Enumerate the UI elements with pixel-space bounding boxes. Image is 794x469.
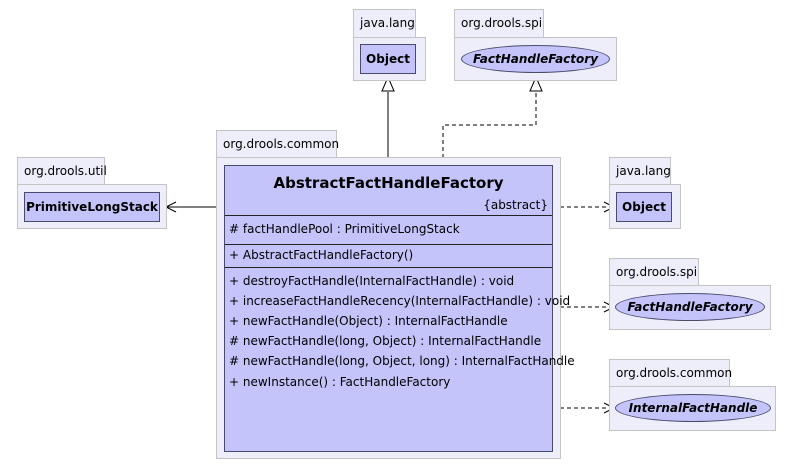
class-abstract-fact-handle-factory[interactable]: AbstractFactHandleFactory {abstract} # f… [224, 165, 575, 452]
compartment-divider [225, 267, 552, 268]
package-tab-drools-util: org.drools.util [17, 157, 107, 185]
package-tab-drools-common-right: org.drools.common [609, 359, 732, 387]
method-row: # newFactHandle(long, Object) : Internal… [229, 334, 542, 348]
class-name: AbstractFactHandleFactory [273, 174, 504, 192]
class-object-top[interactable]: Object [360, 44, 416, 74]
realization-arrowhead-factory [529, 75, 543, 92]
interface-fact-handle-factory-top[interactable]: FactHandleFactory [461, 45, 610, 73]
generalization-arrowhead-object [381, 75, 395, 92]
interface-fact-handle-factory-right[interactable]: FactHandleFactory [615, 293, 765, 321]
method-row: + newInstance() : FactHandleFactory [229, 375, 451, 389]
compartment-divider [225, 244, 552, 245]
class-stereotype: {abstract} [483, 198, 548, 212]
package-tab-java-lang-right: java.lang [609, 157, 671, 185]
class-primitive-long-stack[interactable]: PrimitiveLongStack [24, 192, 160, 222]
attribute-fact-handle-pool: # factHandlePool : PrimitiveLongStack [229, 222, 460, 236]
method-row: + increaseFactHandleRecency(InternalFact… [229, 294, 571, 308]
package-tab-drools-spi-right: org.drools.spi [609, 258, 699, 286]
class-object-right[interactable]: Object [616, 192, 672, 222]
compartment-divider [225, 215, 552, 216]
method-row: + newFactHandle(Object) : InternalFactHa… [229, 314, 508, 328]
realization-edge-factory [442, 92, 537, 165]
package-tab-drools-spi-top: org.drools.spi [454, 9, 544, 37]
method-row: + destroyFactHandle(InternalFactHandle) … [229, 274, 515, 288]
interface-internal-fact-handle[interactable]: InternalFactHandle [615, 394, 771, 422]
method-row: # newFactHandle(long, Object, long) : In… [229, 354, 575, 368]
constructor: + AbstractFactHandleFactory() [229, 248, 414, 262]
package-tab-drools-common-main: org.drools.common [216, 130, 339, 158]
package-tab-java-lang-top: java.lang [353, 9, 416, 37]
